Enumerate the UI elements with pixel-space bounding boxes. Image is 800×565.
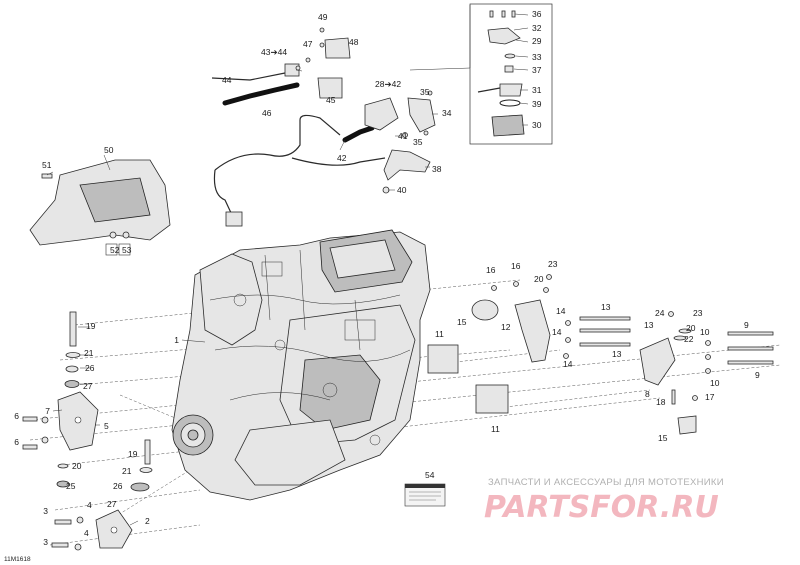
callout-17: 17 bbox=[705, 392, 715, 402]
callout-19: 19 bbox=[86, 321, 96, 331]
callout-12: 12 bbox=[501, 322, 511, 332]
inset-parts bbox=[477, 10, 525, 137]
callout-23: 23 bbox=[693, 308, 703, 318]
callout-22: 22 bbox=[684, 334, 694, 344]
callout-47: 47 bbox=[303, 39, 313, 49]
callout-21: 21 bbox=[84, 348, 94, 358]
callout-16: 16 bbox=[511, 261, 521, 271]
callout-6: 6 bbox=[14, 411, 19, 421]
callout-36: 36 bbox=[532, 9, 542, 19]
callout-18: 18 bbox=[656, 397, 666, 407]
callout-15: 15 bbox=[658, 433, 668, 443]
callout-40: 40 bbox=[397, 185, 407, 195]
callout-48: 48 bbox=[349, 37, 359, 47]
callout-39: 39 bbox=[532, 99, 542, 109]
callout-14: 14 bbox=[563, 359, 573, 369]
caution-sticker bbox=[404, 483, 446, 507]
callout-53: 53 bbox=[122, 245, 132, 255]
callout-10: 10 bbox=[710, 378, 720, 388]
callout-52: 52 bbox=[110, 245, 120, 255]
callout-4: 4 bbox=[84, 528, 89, 538]
callout-30: 30 bbox=[532, 120, 542, 130]
callout-11: 11 bbox=[435, 329, 444, 339]
callout-23: 23 bbox=[548, 259, 558, 269]
callout-9: 9 bbox=[744, 320, 749, 330]
callout-16: 16 bbox=[486, 265, 496, 275]
callout-15: 15 bbox=[457, 317, 467, 327]
callout-46: 46 bbox=[262, 108, 272, 118]
callout-49: 49 bbox=[318, 12, 328, 22]
callout-34: 34 bbox=[442, 108, 452, 118]
callout-24: 24 bbox=[655, 308, 665, 318]
callout-37: 37 bbox=[532, 65, 542, 75]
callout-4: 4 bbox=[87, 500, 92, 510]
callout-41: 41 bbox=[398, 131, 408, 141]
callout-54: 54 bbox=[425, 470, 435, 480]
callout-13: 13 bbox=[601, 302, 611, 312]
callout-33: 33 bbox=[532, 52, 542, 62]
watermark-caption: ЗАПЧАСТИ И АКСЕССУАРЫ ДЛЯ МОТОТЕХНИКИ bbox=[488, 477, 724, 488]
callout-44: 44 bbox=[222, 75, 232, 85]
callout-8: 8 bbox=[645, 389, 650, 399]
callout-10: 10 bbox=[700, 327, 710, 337]
callout-3: 3 bbox=[43, 506, 48, 516]
callout-6: 6 bbox=[14, 437, 19, 447]
diagram-code: 11M1618 bbox=[4, 556, 31, 563]
callout-35: 35 bbox=[413, 137, 423, 147]
callout-2: 2 bbox=[145, 516, 150, 526]
callout-32: 32 bbox=[532, 23, 542, 33]
inset-frame bbox=[409, 3, 553, 145]
right-mounts bbox=[427, 274, 774, 435]
callout-42: 42 bbox=[337, 153, 347, 163]
engine-mount-left bbox=[57, 391, 99, 451]
callout-27: 27 bbox=[107, 499, 117, 509]
callout-51: 51 bbox=[42, 160, 52, 170]
callout-43-to-44: 43➔44 bbox=[261, 47, 287, 57]
leader-lines bbox=[46, 13, 529, 526]
intake-bracket bbox=[29, 159, 171, 246]
callout-35: 35 bbox=[420, 87, 430, 97]
engine-mount-bottom bbox=[95, 509, 133, 549]
callout-20: 20 bbox=[72, 461, 82, 471]
callout-14: 14 bbox=[556, 306, 566, 316]
callout-28-to-42: 28➔42 bbox=[375, 79, 401, 89]
callout-9: 9 bbox=[755, 370, 760, 380]
callout-25: 25 bbox=[66, 481, 76, 491]
callout-1: 1 bbox=[174, 335, 179, 345]
callout-11: 11 bbox=[491, 424, 500, 434]
callout-45: 45 bbox=[326, 95, 336, 105]
callout-50: 50 bbox=[104, 145, 114, 155]
callout-14: 14 bbox=[552, 327, 562, 337]
callout-5: 5 bbox=[104, 421, 109, 431]
callouts: 1 2 3 3 4 4 5 6 6 7 8 9 9 10 10 11 11 12… bbox=[14, 9, 760, 547]
callout-29: 29 bbox=[532, 36, 542, 46]
callout-13: 13 bbox=[612, 349, 622, 359]
callout-27: 27 bbox=[83, 381, 93, 391]
callout-20: 20 bbox=[534, 274, 544, 284]
callout-31: 31 bbox=[532, 85, 542, 95]
top-hoses bbox=[211, 27, 436, 227]
callout-21: 21 bbox=[122, 466, 132, 476]
callout-13: 13 bbox=[644, 320, 654, 330]
left-hardware bbox=[22, 311, 153, 551]
callout-7: 7 bbox=[45, 406, 50, 416]
callout-26: 26 bbox=[113, 481, 123, 491]
engine-block bbox=[171, 229, 431, 501]
callout-19: 19 bbox=[128, 449, 138, 459]
watermark-logo: PARTSFOR.RU bbox=[484, 490, 719, 525]
callout-26: 26 bbox=[85, 363, 95, 373]
callout-38: 38 bbox=[432, 164, 442, 174]
callout-20: 20 bbox=[686, 323, 696, 333]
callout-3: 3 bbox=[43, 537, 48, 547]
